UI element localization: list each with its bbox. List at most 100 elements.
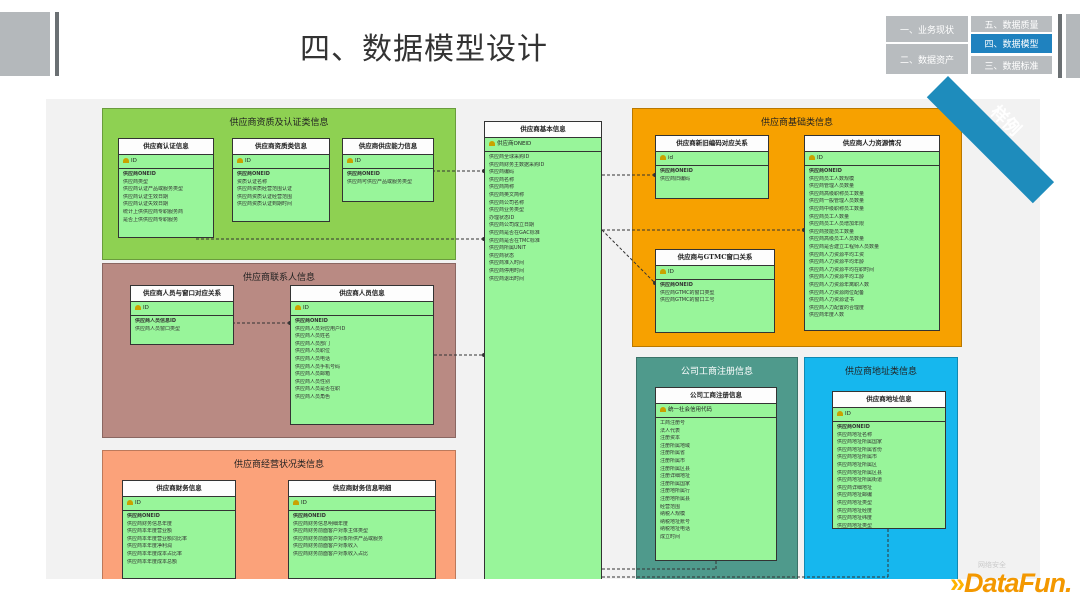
entity-field: 供应商人力资源平均年龄	[809, 259, 865, 266]
entity-field: 供应商财务前面客户对象收入占比	[293, 550, 369, 557]
entity-primary-key: id	[656, 152, 768, 166]
entity-title: 供应商认证信息	[119, 139, 213, 155]
entity-foreign-key-field: 供应商ONEID	[293, 513, 326, 519]
entity-field: 供应商类型	[123, 178, 149, 185]
entity-field: 供应商所属UNIT	[489, 245, 526, 252]
entity-field: 供应商是否在GAC标准	[489, 229, 540, 236]
entity-field: 供应商财务前面客户对象收入	[293, 543, 359, 550]
nav-item-data-assets[interactable]: 二、数据资产	[886, 44, 968, 74]
entity-field: 供应商员工人员增加年限	[809, 221, 865, 228]
entity-field: 供应商地址名称	[837, 431, 873, 438]
entity-field: 供应商旧编码	[660, 175, 691, 182]
entity-field: 供应商可供应产品或服务类型	[347, 178, 413, 185]
entity-field: 注册所属区县	[660, 465, 691, 472]
entity-field: 成立时间	[660, 533, 681, 540]
entity-field: 供应商认证生效日期	[123, 193, 169, 200]
entity-primary-key: ID	[289, 497, 435, 511]
entity-primary-key: ID	[291, 302, 433, 316]
entity-field: 供应商GTMC的窗口类型	[660, 289, 715, 296]
entity-company-registration[interactable]: 公司工商注册信息统一社会信用代码工商注册号法人代表注册资本注册所属地域注册所属省…	[655, 387, 777, 561]
entity-field: 供应商认证失效日期	[123, 201, 169, 208]
entity-field: 供应商地址所属国家	[837, 439, 883, 446]
key-icon	[293, 500, 299, 505]
entity-field: 供应商人员部门	[295, 340, 331, 347]
link-base-gtmc	[601, 229, 656, 284]
primary-key-label: ID	[135, 500, 141, 506]
entity-field: 供应商财务前面客户对象所供产品或服务	[293, 535, 384, 542]
watermark-text: 网络安全	[978, 561, 1006, 569]
entity-primary-key: ID	[123, 497, 235, 511]
left-decor-line	[55, 12, 59, 76]
entity-field: 法人代表	[660, 427, 681, 434]
entity-title: 供应商人员与窗口对应关系	[131, 286, 233, 302]
entity-field: 供应商全球采购ID	[489, 154, 530, 160]
entity-title: 供应商财务信息明细	[289, 481, 435, 497]
key-icon	[660, 269, 666, 274]
group-title: 供应商基础类信息	[760, 118, 833, 128]
entity-field: 供应商中级职称员工数量	[809, 205, 865, 212]
nav-item-data-standards[interactable]: 三、数据标准	[971, 56, 1052, 74]
entity-foreign-key-field: 供应商ONEID	[660, 282, 693, 288]
entity-field: 供应商管理人员数量	[809, 183, 855, 190]
nav-item-data-model[interactable]: 四、数据模型	[971, 34, 1052, 53]
entity-foreign-key-field: 供应商ONEID	[237, 171, 270, 177]
primary-key-label: 供应商ONEID	[497, 141, 532, 147]
entity-foreign-key-field: 供应商ONEID	[127, 513, 160, 519]
entity-field: 供应商公司名称	[489, 199, 525, 206]
entity-title: 供应商人力资源情况	[805, 136, 939, 152]
entity-field: 供应商人力资源平均在职时间	[809, 266, 875, 273]
group-title: 供应商资质及认证类信息	[229, 118, 329, 128]
entity-foreign-key-field: 供应商ONEID	[295, 318, 328, 324]
entity-title: 供应商人员信息	[291, 286, 433, 302]
entity-field: 纳税人规模	[660, 511, 686, 518]
entity-field: 供应商认证产品或服务类型	[123, 186, 184, 193]
nav-item-data-quality[interactable]: 五、数据质量	[971, 16, 1052, 32]
entity-field: 供应商财务信息明细年度	[293, 520, 349, 527]
entity-field-list: 工商注册号法人代表注册资本注册所属地域注册所属省注册所属市注册所属区县注册详细地…	[656, 418, 776, 542]
entity-title: 供应商与GTMC窗口关系	[656, 250, 774, 266]
entity-primary-key: ID	[833, 408, 945, 422]
entity-field: 注册详细地址	[660, 473, 691, 480]
entity-field: 供应商编码	[489, 169, 515, 176]
entity-field: 供应商本年度成本总额	[127, 558, 178, 565]
entity-field: 工商注册号	[660, 420, 686, 426]
entity-field: 供应商高级员工人员数量	[809, 236, 865, 243]
entity-field: 注册所属国家	[660, 480, 691, 487]
entity-field: 供应商本年度营业额	[127, 528, 173, 535]
primary-key-label: 统一社会信用代码	[668, 407, 713, 413]
entity-primary-key: ID	[131, 302, 233, 316]
primary-key-label: ID	[845, 411, 851, 417]
nav-item-business-status[interactable]: 一、业务现状	[886, 16, 968, 42]
entity-field: 供应商人员职位	[295, 348, 331, 355]
entity-foreign-key-field: 供应商ONEID	[837, 424, 870, 430]
entity-field: 供应商员工人数量	[809, 213, 850, 220]
logo-text: DataFun.	[964, 568, 1073, 598]
entity-field: 供应商人员角色	[295, 393, 331, 400]
primary-key-label: ID	[303, 305, 309, 311]
entity-field: 是否上供供应商专职服务	[123, 216, 179, 223]
right-decor-line	[1058, 14, 1062, 78]
entity-field: 供应商是否建立工程师人员数量	[809, 243, 880, 250]
entity-title: 供应商供应能力信息	[343, 139, 433, 155]
entity-field: 供应商财务主数据采购ID	[489, 161, 545, 168]
entity-primary-key: ID	[656, 266, 774, 280]
primary-key-label: ID	[355, 158, 361, 164]
group-title: 供应商地址类信息	[844, 367, 917, 377]
